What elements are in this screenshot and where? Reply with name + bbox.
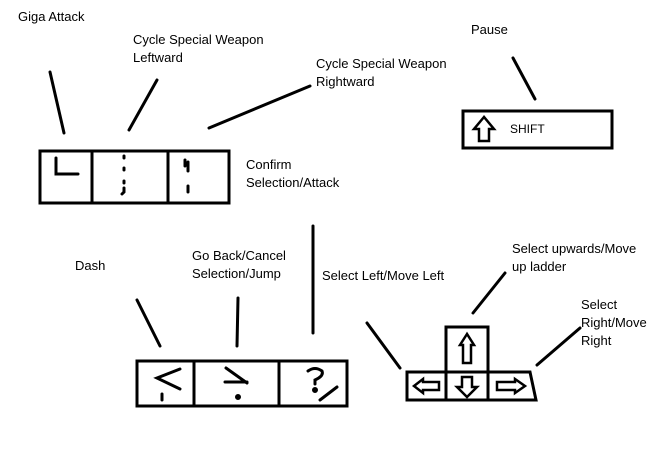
l-key-glyph xyxy=(54,156,80,176)
right-arrow-key xyxy=(486,370,538,402)
slash-key-glyph xyxy=(306,367,339,402)
label-cycle-left-2: Leftward xyxy=(133,50,183,65)
label-cycle-right-1: Cycle Special Weapon xyxy=(316,56,447,71)
pointer-cycle-right xyxy=(207,84,312,130)
pointer-select-right xyxy=(535,326,582,367)
label-select-right-2: Right/Move xyxy=(581,315,647,330)
semicolon-key-glyph xyxy=(120,154,126,196)
label-confirm-1: Confirm xyxy=(246,157,292,172)
label-select-right-1: Select xyxy=(581,297,618,312)
label-select-right-3: Right xyxy=(581,333,612,348)
pointer-select-up xyxy=(471,271,507,315)
label-cycle-right-2: Rightward xyxy=(316,74,375,89)
left-arrow-icon xyxy=(411,376,441,396)
top-key-row xyxy=(38,149,231,205)
pointer-pause xyxy=(511,56,537,101)
pointer-dash xyxy=(135,298,162,348)
label-confirm-2: Selection/Attack xyxy=(246,175,340,190)
label-cycle-left-1: Cycle Special Weapon xyxy=(133,32,264,47)
label-giga-attack: Giga Attack xyxy=(18,9,85,24)
down-arrow-icon xyxy=(453,375,481,399)
shift-up-arrow-icon xyxy=(471,115,497,143)
period-key-glyph xyxy=(223,366,249,400)
quote-key-glyph xyxy=(183,158,190,194)
label-pause: Pause xyxy=(471,22,508,37)
pointer-select-left xyxy=(365,321,402,370)
label-select-left: Select Left/Move Left xyxy=(322,268,445,283)
shift-key xyxy=(461,109,614,150)
label-select-up-1: Select upwards/Move xyxy=(512,241,637,256)
shift-key-label: SHIFT xyxy=(510,122,545,136)
comma-key-glyph xyxy=(153,367,182,402)
label-back-1: Go Back/Cancel xyxy=(192,248,286,263)
up-arrow-icon xyxy=(457,331,477,365)
bottom-key-row xyxy=(135,359,349,408)
pointer-giga-attack xyxy=(48,70,66,135)
right-arrow-icon xyxy=(495,376,528,396)
label-select-up-2: up ladder xyxy=(512,259,567,274)
label-back-2: Selection/Jump xyxy=(192,266,281,281)
pointer-cycle-left xyxy=(127,78,159,132)
pointer-back xyxy=(235,296,240,348)
label-dash: Dash xyxy=(75,258,106,273)
